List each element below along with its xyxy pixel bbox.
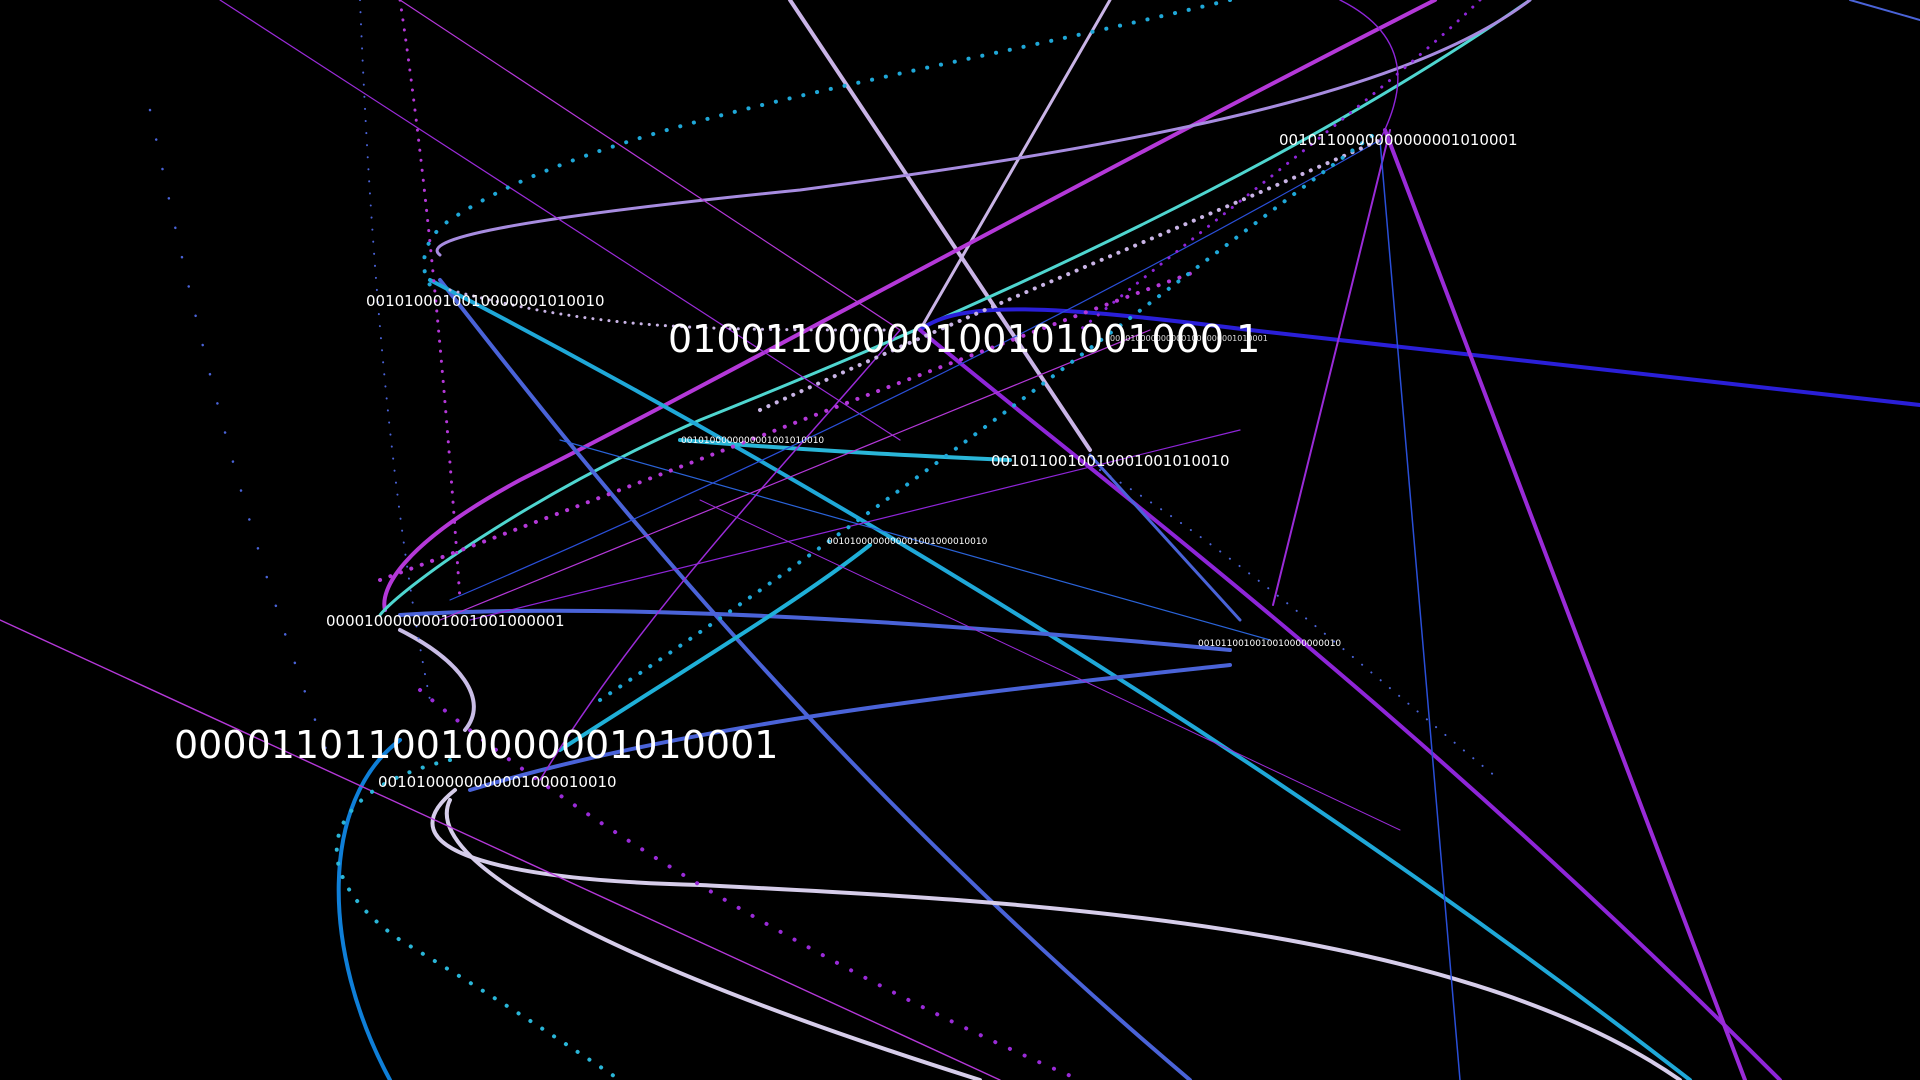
curve-blue-thin-right bbox=[1379, 139, 1461, 1080]
line-violet-left bbox=[0, 619, 1001, 1080]
binary-label-lower-left: 0010100000000001000010010 bbox=[378, 773, 617, 791]
solid-curves bbox=[336, 0, 1920, 1080]
dots-magenta-column bbox=[398, 0, 462, 602]
curve-periwinkle-lower bbox=[468, 663, 1232, 792]
binary-label-small-top: 0010100000000001001000001010001 bbox=[1110, 334, 1268, 343]
dots-blue-left-edge bbox=[148, 108, 332, 762]
line-magenta-x bbox=[439, 329, 1151, 621]
curve-blue-right bbox=[918, 307, 1920, 407]
curve-pale-lavender-lower bbox=[444, 798, 982, 1080]
curve-pale-lavender-small bbox=[398, 628, 476, 732]
binary-label-large-left: 0000110110010000001010001 bbox=[174, 723, 778, 767]
curve-violet-diagonal bbox=[918, 328, 1782, 1080]
line-blue-corner bbox=[1849, 0, 1920, 21]
binary-label-top-right: 0010110000000000001010001 bbox=[1279, 131, 1518, 149]
dots-lavender-mid bbox=[448, 288, 902, 332]
line-violet-top-left bbox=[219, 0, 901, 441]
line-blue-long bbox=[449, 139, 1381, 601]
curve-lavender-top bbox=[435, 0, 1532, 257]
curve-deep-blue-left bbox=[336, 738, 402, 1080]
curve-periwinkle-short bbox=[1088, 453, 1242, 622]
dots-violet-upper-right bbox=[1078, 0, 1482, 332]
line-magenta-top bbox=[399, 0, 901, 331]
dots-violet-lower bbox=[418, 688, 1082, 1080]
dots-cyan-arc-left bbox=[334, 758, 622, 1080]
line-violet-right-top bbox=[1339, 0, 1399, 141]
curve-periwinkle-left bbox=[438, 278, 1192, 1080]
binary-label-small-mid: 0010100000000001001000010010 bbox=[827, 537, 988, 547]
binary-labels: 01001100000100101001000 1 00001101100100… bbox=[174, 131, 1518, 791]
dots-blue-column bbox=[359, 0, 431, 701]
binary-label-mid-left: 0000100000001001001000001 bbox=[326, 612, 565, 630]
curve-violet-thin-up bbox=[1272, 129, 1391, 606]
curve-light-cyan-long bbox=[378, 0, 1532, 617]
dots-lavender-band bbox=[758, 138, 1382, 412]
binary-label-large-center: 01001100000100101001000 1 bbox=[668, 317, 1260, 361]
line-blue-cross bbox=[559, 439, 1271, 641]
curve-pale-lavender-bottom bbox=[430, 788, 1682, 1080]
line-violet-lower-mid bbox=[699, 499, 1401, 831]
binary-label-upper-left: 0010100010010000001010010 bbox=[366, 292, 605, 310]
binary-label-center-right: 0010110010010001001010010 bbox=[991, 452, 1230, 470]
dots-cyan-arc-top bbox=[422, 0, 1232, 287]
curve-violet-steep bbox=[1383, 128, 1747, 1080]
line-purple-rising bbox=[539, 329, 901, 781]
dotted-trails bbox=[148, 0, 1501, 1080]
binary-label-small-center: 0010100000000001001010010 bbox=[681, 436, 824, 446]
curve-periwinkle-mid bbox=[398, 608, 1232, 652]
binary-label-small-right: 0010110010010010000000010 bbox=[1198, 639, 1341, 649]
curve-lavender-cross-a bbox=[788, 0, 1092, 452]
line-violet-cross bbox=[469, 429, 1241, 621]
curve-cyan-midband bbox=[678, 438, 1012, 462]
dots-periwinkle-right bbox=[1099, 469, 1501, 781]
curve-cyan-tail bbox=[558, 543, 872, 752]
curve-cyan-main bbox=[428, 278, 1692, 1080]
curve-lavender-cross-b bbox=[918, 0, 1112, 332]
